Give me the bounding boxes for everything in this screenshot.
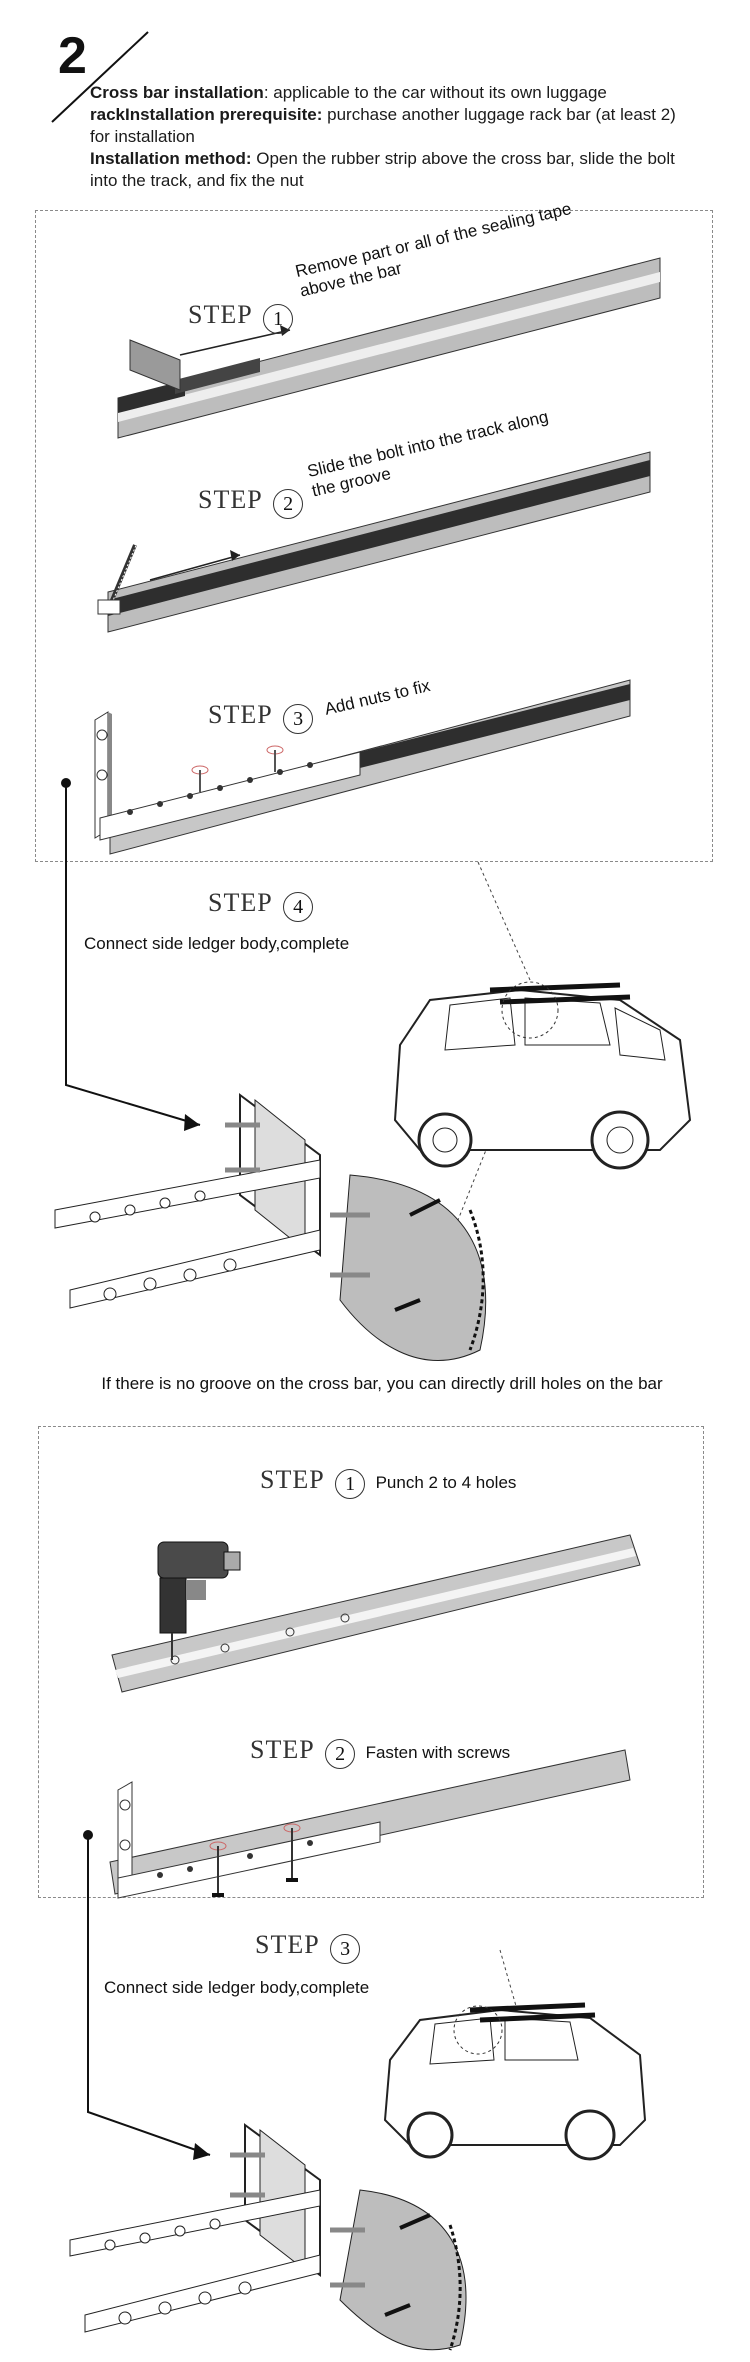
drill-step3-heading: STEP 3 bbox=[255, 1930, 361, 1964]
step-number-badge: 3 bbox=[330, 1933, 361, 1964]
intro-text-3: Open the rubber strip above the cross ba… bbox=[90, 149, 675, 190]
step-word: STEP bbox=[188, 300, 253, 329]
drill-step1-description: Punch 2 to 4 holes bbox=[375, 1473, 517, 1492]
step-word: STEP bbox=[250, 1735, 315, 1764]
drill-steps-box bbox=[38, 1426, 704, 1898]
no-groove-note: If there is no groove on the cross bar, … bbox=[101, 1374, 663, 1393]
drill-step1-heading: STEP 1 Punch 2 to 4 holes bbox=[260, 1465, 516, 1499]
step-number-badge: 3 bbox=[283, 703, 314, 734]
intro-text: Cross bar installation: applicable to th… bbox=[90, 82, 700, 192]
step-number-badge: 2 bbox=[325, 1738, 356, 1769]
step-word: STEP bbox=[260, 1465, 325, 1494]
section-number: 2 bbox=[58, 27, 87, 85]
step-number-badge: 1 bbox=[335, 1468, 366, 1499]
step-word: STEP bbox=[208, 700, 273, 729]
header-slash bbox=[51, 31, 149, 123]
step-number-badge: 1 bbox=[263, 303, 294, 334]
intro-label-3: Installation method: bbox=[90, 149, 252, 168]
step3-heading: STEP 3 bbox=[208, 700, 314, 734]
step2-heading: STEP 2 bbox=[198, 485, 304, 519]
intro-label-1: Cross bar installation bbox=[90, 83, 264, 102]
drill-step2-description: Fasten with screws bbox=[365, 1743, 511, 1762]
drill-step3-description: Connect side ledger body,complete bbox=[104, 1978, 370, 1997]
groove-steps-box bbox=[35, 210, 713, 862]
step-word: STEP bbox=[198, 485, 263, 514]
drill-step2-heading: STEP 2 Fasten with screws bbox=[250, 1735, 510, 1769]
step-number-badge: 2 bbox=[273, 488, 304, 519]
step-word: STEP bbox=[208, 888, 273, 917]
step4-description: Connect side ledger body,complete bbox=[84, 934, 350, 953]
step-number-badge: 4 bbox=[283, 891, 314, 922]
intro-text-1: : applicable to the car without its own … bbox=[263, 83, 607, 102]
step-word: STEP bbox=[255, 1930, 320, 1959]
step1-heading: STEP 1 bbox=[188, 300, 294, 334]
intro-label-2: rackInstallation prerequisite: bbox=[90, 105, 323, 124]
intro-text-2: purchase another luggage rack bar (at le… bbox=[90, 105, 676, 146]
step4-heading: STEP 4 bbox=[208, 888, 314, 922]
